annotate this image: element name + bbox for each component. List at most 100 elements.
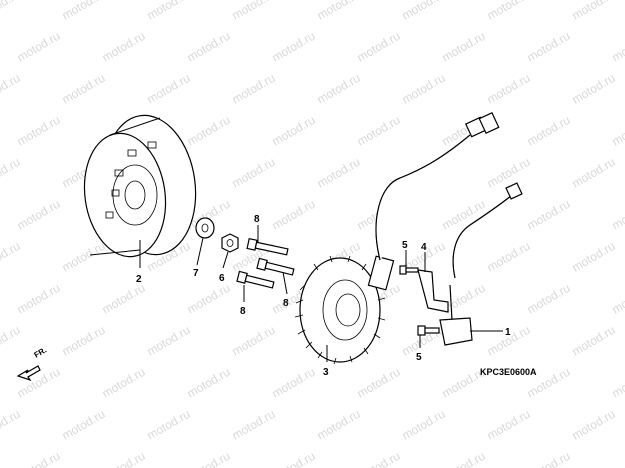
watermark-text: motod.ru [0,71,23,107]
callout-1: 1 [505,327,511,338]
callout-8-bottom: 8 [240,306,246,317]
bracket-drawing [417,269,449,313]
watermark-text: motod.ru [60,323,108,359]
watermark-text: motod.ru [315,155,363,191]
watermark-text: motod.ru [230,71,278,107]
watermark-text: motod.ru [15,281,63,317]
watermark-text: motod.ru [570,239,618,275]
watermark-text: motod.ru [355,113,403,149]
diagram-code: KPC3E0600A [480,367,537,377]
watermark-text: motod.ru [230,0,278,23]
watermark-text: motod.ru [485,407,533,443]
watermark-text: motod.ru [315,0,363,23]
watermark-text: motod.ru [0,407,23,443]
watermark-text: motod.ru [400,407,448,443]
leader-lines [139,225,503,362]
watermark-text: motod.ru [100,365,148,401]
watermark-text: motod.ru [315,71,363,107]
watermark-text: motod.ru [485,155,533,191]
watermark-text: motod.ru [570,155,618,191]
watermark-text: motod.ru [145,407,193,443]
watermark-text: motod.ru [270,449,318,468]
watermark-text: motod.ru [270,29,318,65]
watermark-text: motod.ru [440,29,488,65]
watermark-text: motod.ru [230,323,278,359]
callout-3: 3 [323,367,329,378]
watermark-text: motod.ru [145,323,193,359]
watermark-text: motod.ru [185,113,233,149]
watermark-text: motod.ru [525,449,573,468]
callout-7: 7 [193,268,199,279]
watermark-text: motod.ru [485,239,533,275]
watermark-text: motod.ru [355,29,403,65]
watermark-text: motod.ru [570,323,618,359]
watermark-text: motod.ru [230,155,278,191]
callout-5-top: 5 [402,240,408,251]
watermark-text: motod.ru [15,449,63,468]
stator-drawing [294,255,395,365]
callout-6: 6 [219,273,225,284]
watermark-text: motod.ru [185,29,233,65]
callout-4: 4 [421,242,427,253]
watermark-text: motod.ru [60,0,108,23]
watermark-text: motod.ru [270,365,318,401]
watermark-text: motod.ru [610,281,625,317]
watermark-text: motod.ru [100,449,148,468]
washer-drawing [195,217,215,239]
callout-8-middle: 8 [283,298,289,309]
watermark-text: motod.ru [100,29,148,65]
watermark-text: motod.ru [610,29,625,65]
watermark-text: motod.ru [15,197,63,233]
watermark-text: motod.ru [610,449,625,468]
watermark-text: motod.ru [230,407,278,443]
front-direction-arrow: FR. [16,345,49,382]
watermark-text: motod.ru [60,71,108,107]
watermark-text: motod.ru [0,155,23,191]
watermark-text: motod.ru [610,197,625,233]
watermark-text: motod.ru [15,29,63,65]
watermark-text: motod.ru [185,281,233,317]
watermark-text: motod.ru [570,407,618,443]
watermark-text: motod.ru [0,239,23,275]
watermark-text: motod.ru [355,365,403,401]
harness-lower-drawing [439,182,523,346]
harness-upper-drawing [375,111,500,261]
watermark-text: motod.ru [145,0,193,23]
callout-5-bottom: 5 [416,352,422,363]
watermark-text: motod.ru [270,197,318,233]
watermark-text: motod.ru [315,407,363,443]
watermark-text: motod.ru [355,449,403,468]
watermark-text: motod.ru [570,71,618,107]
watermark-text: motod.ru [270,113,318,149]
watermark-text: motod.ru [525,197,573,233]
front-direction-label: FR. [33,345,49,359]
watermark-text: motod.ru [100,281,148,317]
watermark-text: motod.ru [525,281,573,317]
watermark-text: motod.ru [400,71,448,107]
watermark-text: motod.ru [185,449,233,468]
watermark-text: motod.ru [485,0,533,23]
watermark-text: motod.ru [0,323,23,359]
watermark-text: motod.ru [440,449,488,468]
watermark-text: motod.ru [185,365,233,401]
watermark-text: motod.ru [610,365,625,401]
flywheel-drawing [83,114,197,258]
watermark-text: motod.ru [15,113,63,149]
watermark-text: motod.ru [570,0,618,23]
nut-drawing [221,233,239,253]
watermark-text: motod.ru [610,113,625,149]
small-bolts-drawing [399,265,440,336]
watermark-text: motod.ru [400,0,448,23]
watermark-text: motod.ru [60,407,108,443]
bolts-drawing [236,237,295,289]
watermark-text: motod.ru [485,71,533,107]
watermark-text: motod.ru [525,113,573,149]
callout-8-top: 8 [254,214,260,225]
callout-2: 2 [136,274,142,285]
watermark-text: motod.ru [0,0,23,23]
watermark-text: motod.ru [60,239,108,275]
watermark-text: motod.ru [145,71,193,107]
watermark-text: motod.ru [525,29,573,65]
